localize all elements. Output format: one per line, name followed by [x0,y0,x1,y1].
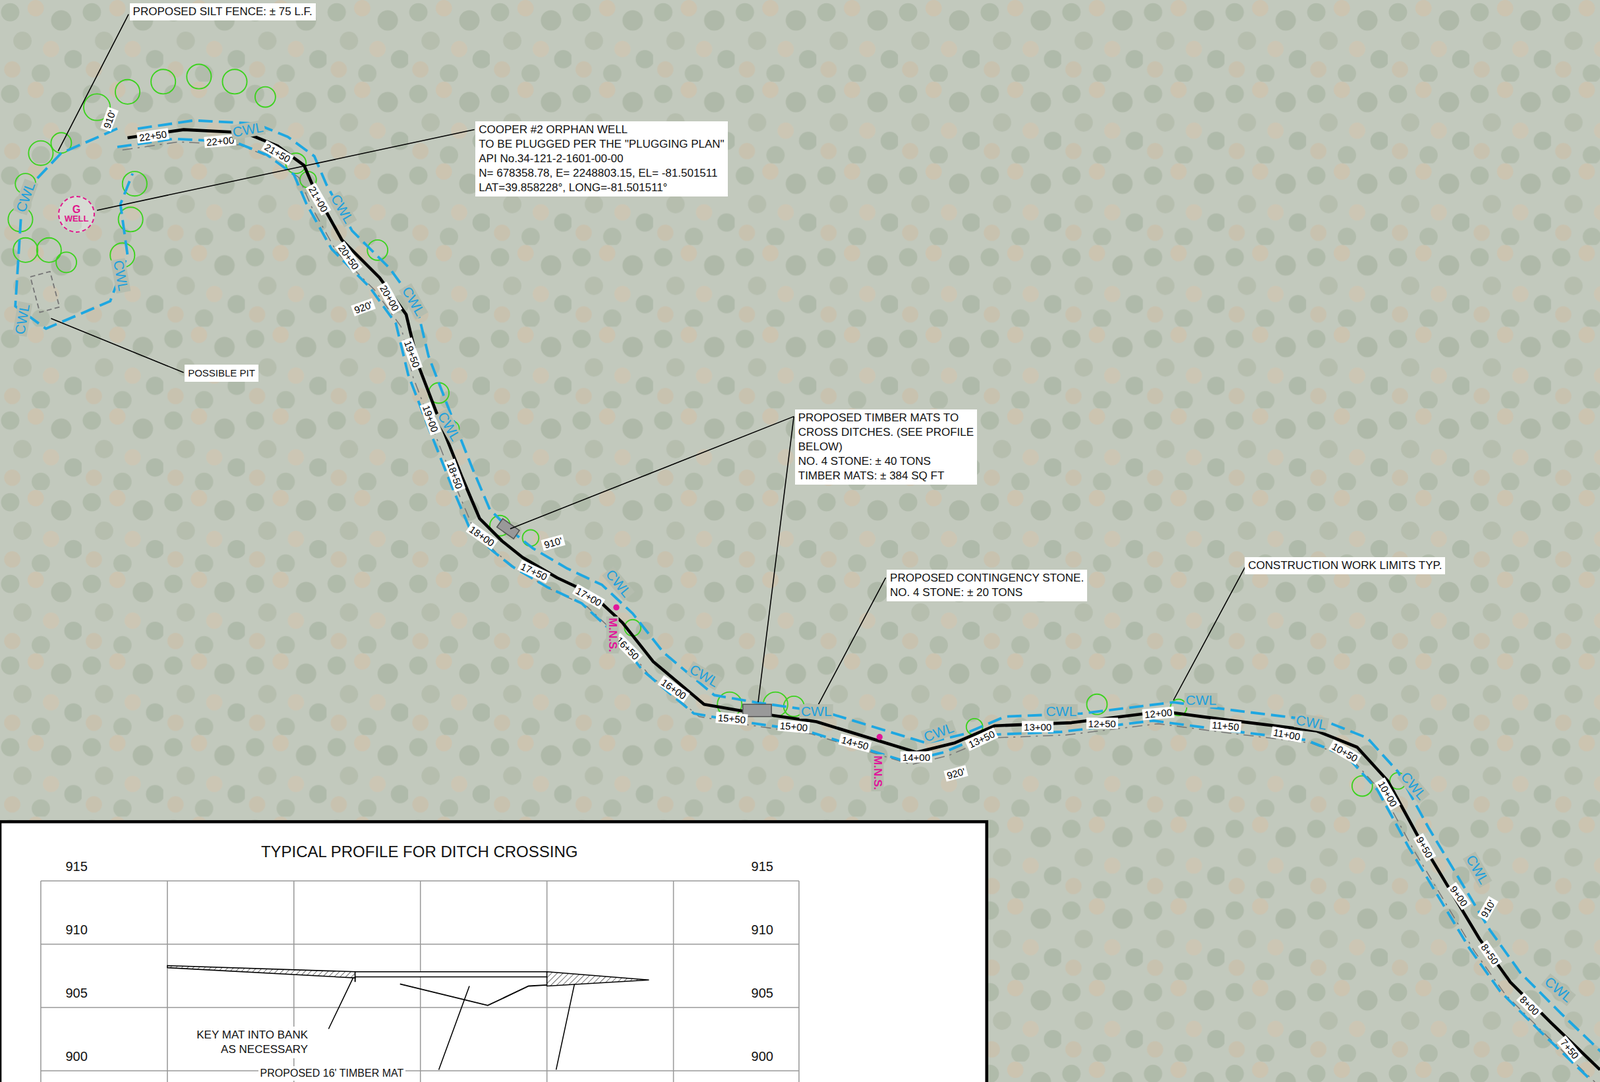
elevation-label: 905 [63,985,89,1001]
tree-line [7,64,1407,797]
work-limit-label: CWL [398,282,428,320]
elevation-label: 910 [63,922,89,937]
contour-label: 910' [1477,895,1499,921]
work-limit-label: CWL [1462,851,1492,888]
contour-label: 920' [944,765,969,782]
station-label: 10+00 [1375,777,1401,811]
note-text: PROPOSED TIMBER MATS TO [798,410,974,426]
note-text: PROPOSED 16' TIMBER MAT [258,1066,407,1081]
station-label: 20+50 [335,240,364,273]
station-label: 18+50 [444,458,466,493]
work-limit-label: CWL [601,566,635,602]
note-text: NO. 4 STONE: ± 20 TONS [889,585,1084,600]
well-symbol: GWELL [58,195,95,233]
work-limit-label: CWL [1044,704,1078,719]
station-label: 15+50 [715,711,748,726]
callout-note: KEY MAT INTO BANKAS NECESSARY [193,1026,312,1059]
well-letter: G [72,205,81,215]
work-limit-label: CWL [1184,692,1218,708]
work-limit-label: CWL [1540,973,1576,1007]
work-limit-label: CWL [13,178,39,215]
work-limit-label: CWL [1396,768,1430,803]
note-text: AS NECESSARY [196,1042,308,1057]
callout-note: PROPOSED TIMBER MATS TOCROSS DITCHES. (S… [795,409,978,485]
contour-label: 920' [350,297,376,317]
leader-lines [50,14,1246,709]
note-text: TO BE PLUGGED PER THE "PLUGGING PLAN" [478,137,724,152]
station-label: 21+00 [305,182,332,216]
work-limit-label: CWL [1293,712,1330,733]
work-limit-label: CWL [110,257,130,294]
callout-note: POSSIBLE PIT [184,364,259,382]
elevation-label: 910 [749,922,776,937]
elevation-label: 905 [749,985,776,1001]
station-label: 15+00 [777,719,810,734]
work-limit-label: CWL [799,704,834,719]
station-label: 7+50 [1556,1035,1583,1063]
profile-title: TYPICAL PROFILE FOR DITCH CROSSING [259,843,581,861]
callout-note: CONSTRUCTION WORK LIMITS TYP. [1244,557,1446,575]
station-label: 17+50 [516,559,551,584]
callout-note: COOPER #2 ORPHAN WELLTO BE PLUGGED PER T… [475,121,728,197]
station-label: 22+50 [136,127,170,144]
work-limit-label: CWL [12,301,33,338]
callout-note: PROPOSED SILT FENCE: ± 75 L.F. [129,3,316,21]
note-text: N= 678358.78, E= 2248803.15, EL= -81.501… [478,166,724,181]
station-label: 9+50 [1412,832,1436,861]
work-limit-label: CWL [326,191,356,228]
station-label: 18+00 [465,522,498,550]
station-label: 9+00 [1447,882,1472,910]
elevation-label: 900 [749,1048,776,1064]
station-label: 14+50 [838,733,873,753]
station-label: 12+00 [1141,706,1175,720]
station-label: 12+50 [1086,717,1119,730]
work-limit-label: CWL [686,660,723,690]
station-label: 11+50 [1209,718,1242,733]
note-text: NO. 4 STONE: ± 40 TONS [798,454,974,469]
note-text: CONSTRUCTION WORK LIMITS TYP. [1247,558,1442,573]
note-text: KEY MAT INTO BANK [196,1027,308,1043]
work-limit-label: CWL [230,119,266,140]
well-text: WELL [64,214,89,224]
elevation-label: 915 [749,859,776,874]
profile-panel [0,821,987,1082]
note-text: CROSS DITCHES. (SEE PROFILE [798,425,974,440]
survey-label: M.N.S. [871,754,885,792]
station-label: 11+00 [1270,726,1303,743]
survey-label: M.N.S. [605,616,619,654]
station-label: 16+00 [657,675,690,703]
note-text: TIMBER MATS: ± 384 SQ FT [798,468,974,484]
callout-note: PROPOSED CONTINGENCY STONE.NO. 4 STONE: … [886,569,1088,602]
station-label: 13+50 [965,727,999,751]
contour-label: 910' [540,534,565,552]
note-text: PROPOSED CONTINGENCY STONE. [889,570,1084,586]
contour-label: 910' [100,106,119,132]
note-text: BELOW) [798,439,974,455]
note-text: COOPER #2 ORPHAN WELL [478,122,724,138]
station-label: 17+00 [572,584,606,610]
station-label: 8+50 [1477,940,1502,968]
note-text: API No.34-121-2-1601-00-00 [478,151,724,167]
note-text: PROPOSED SILT FENCE: ± 75 L.F. [133,4,313,20]
station-label: 10+50 [1328,739,1362,765]
note-text: LAT=39.858228°, LONG=-81.501511° [478,180,724,196]
elevation-label: 915 [63,859,89,874]
station-label: 21+50 [261,140,295,167]
station-label: 14+00 [900,751,933,763]
note-text: POSSIBLE PIT [187,365,256,381]
work-limit-label: CWL [920,719,957,745]
station-label: 8+00 [1516,992,1543,1019]
station-label: 20+00 [377,281,403,315]
elevation-label: 900 [63,1048,89,1064]
station-label: 19+50 [401,337,423,372]
station-label: 13+00 [1021,721,1054,733]
